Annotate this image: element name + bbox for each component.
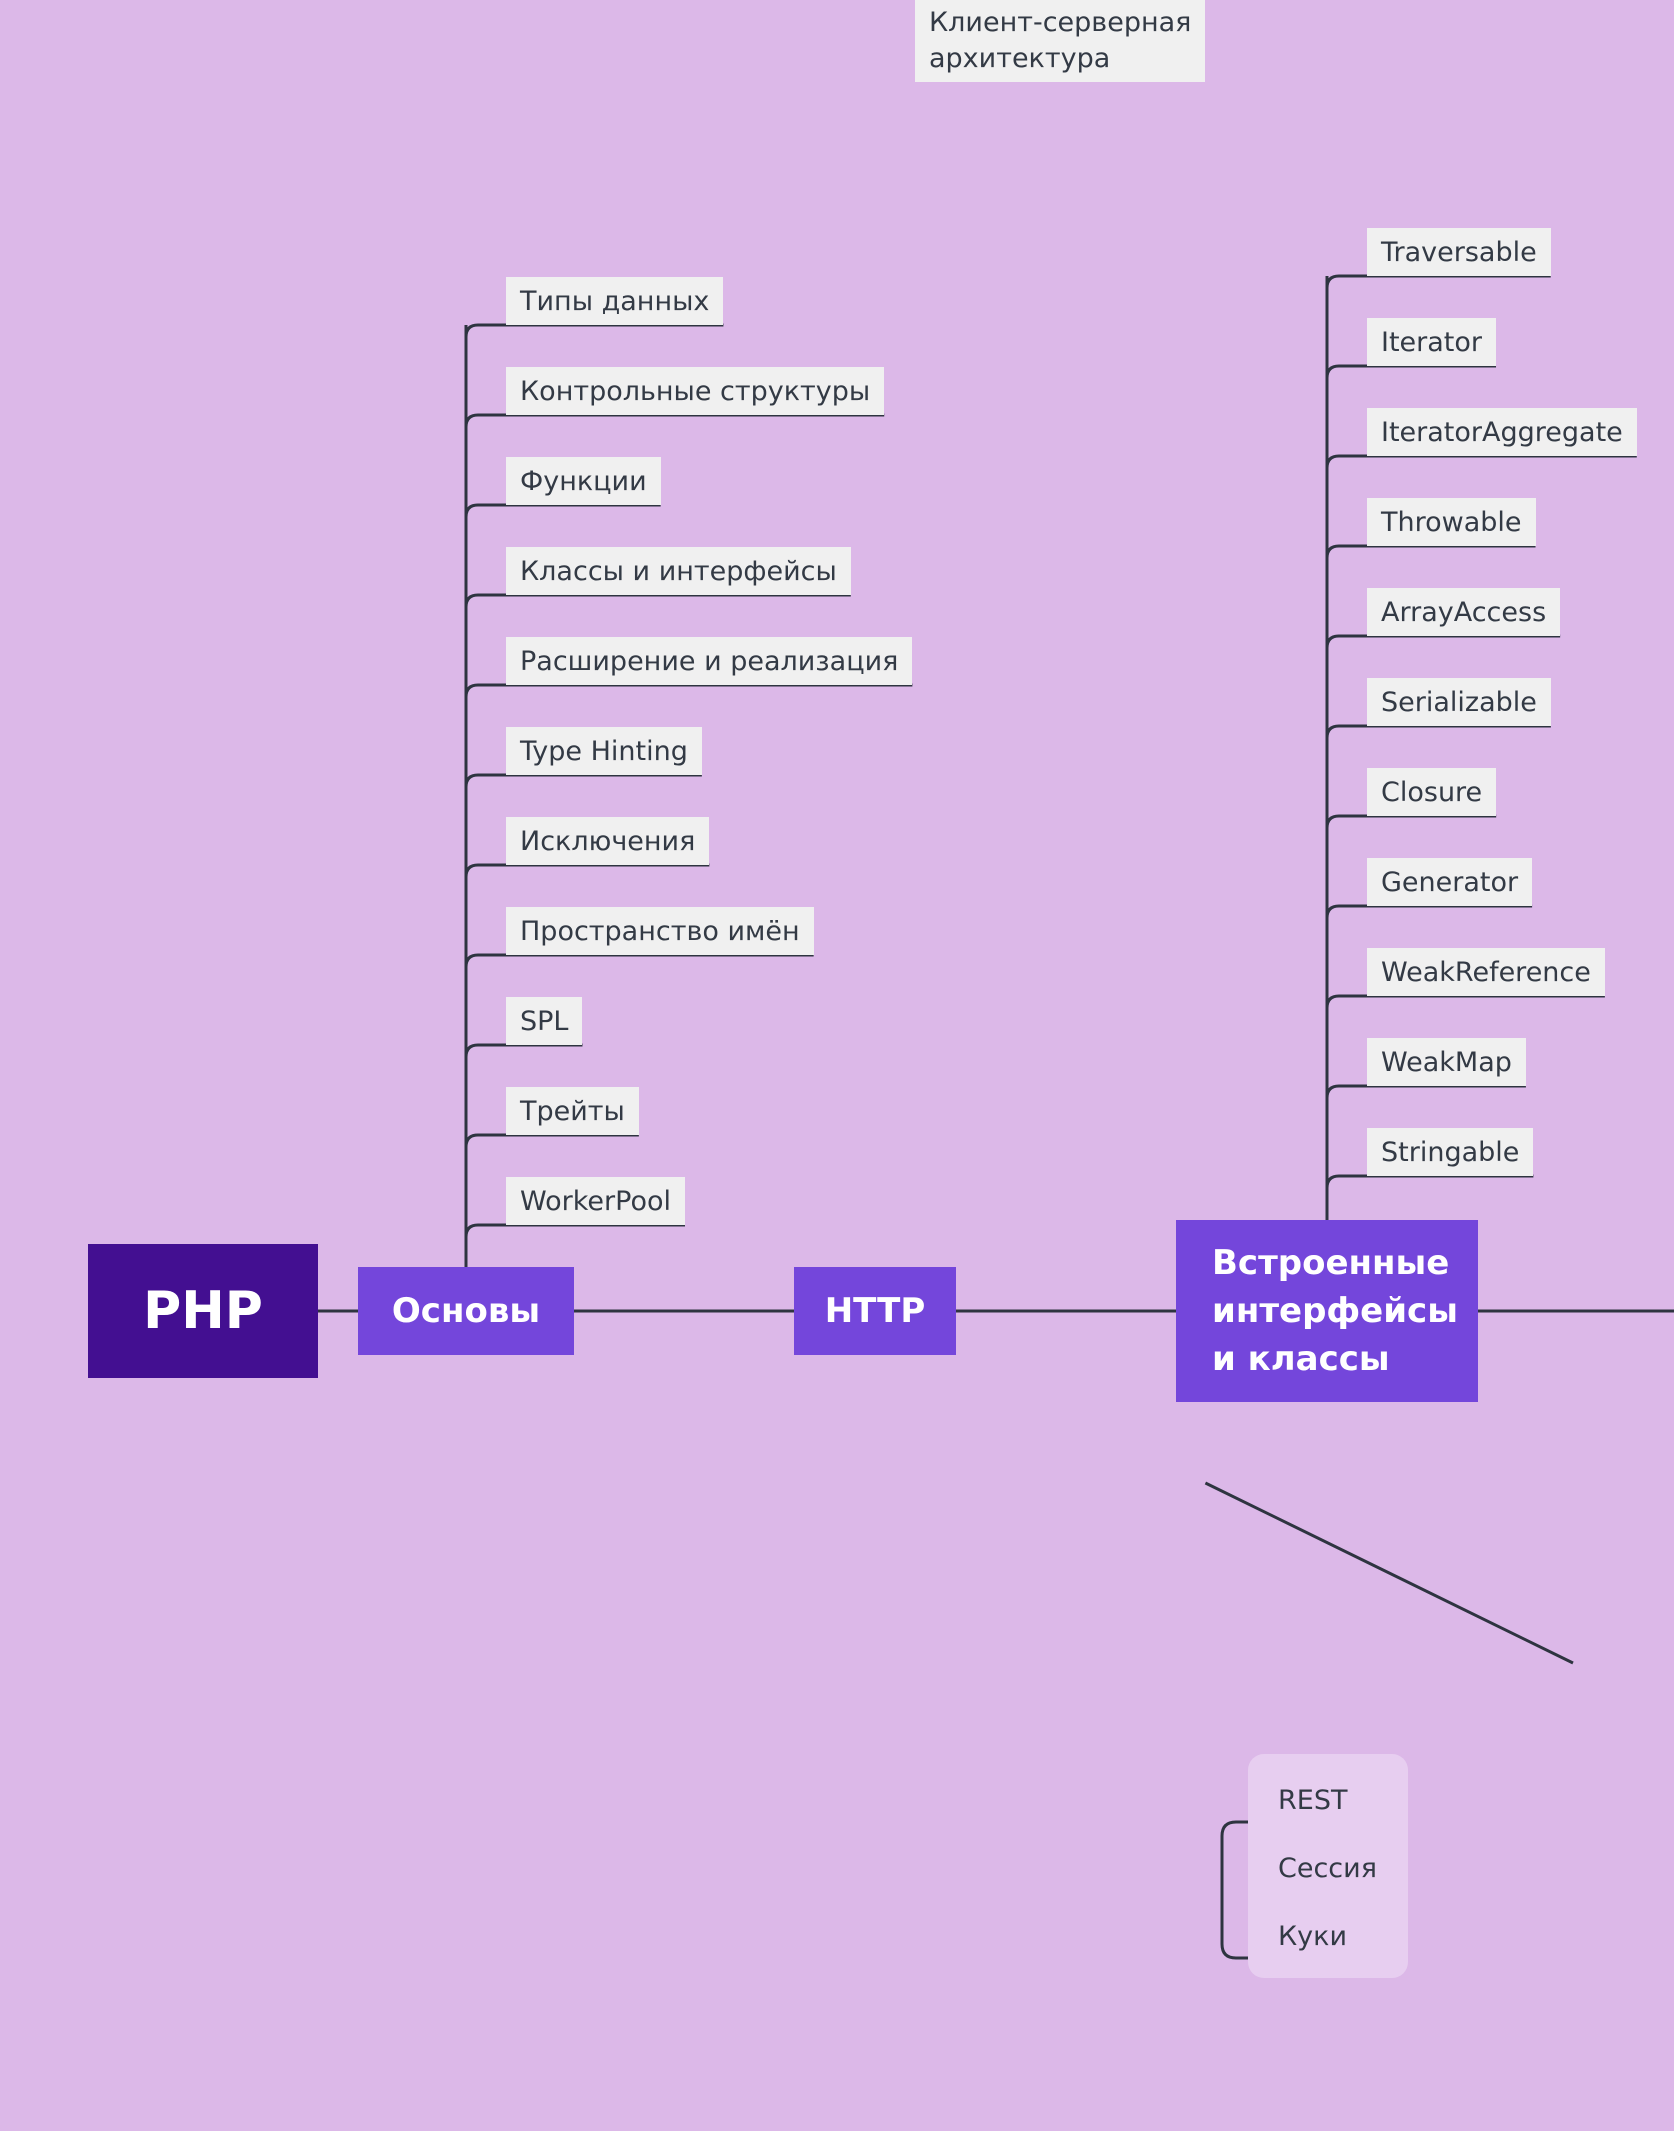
leaf-label: Serializable xyxy=(1381,686,1537,718)
leaf-generator[interactable]: Generator xyxy=(1367,858,1533,906)
leaf-label: Расширение и реализация xyxy=(520,645,899,677)
leaf-closure[interactable]: Closure xyxy=(1367,768,1497,816)
branch-node-builtin-interfaces[interactable]: Встроенные интерфейсы и классы xyxy=(1176,1220,1478,1402)
subleaf-label: Куки xyxy=(1278,1920,1348,1952)
leaf-исключения[interactable]: Исключения xyxy=(506,817,710,865)
leaf-label: ArrayAccess xyxy=(1381,596,1547,628)
builtin-leaf-connector-4 xyxy=(1325,634,1561,649)
leaf-пространство-имён[interactable]: Пространство имён xyxy=(506,907,814,955)
osnovy-leaf-connector-3 xyxy=(464,593,851,608)
leaf-функции[interactable]: Функции xyxy=(506,457,661,505)
builtin-leaf-connector-9 xyxy=(1325,1084,1526,1099)
leaf-label: SPL xyxy=(520,1005,569,1037)
subleaf-сессия[interactable]: Сессия xyxy=(1264,1846,1391,1890)
leaf-типы-данных[interactable]: Типы данных xyxy=(506,277,724,325)
leaf-label: Трейты xyxy=(520,1095,625,1127)
builtin-leaf-connector-2 xyxy=(1325,454,1637,469)
leaf-label: Throwable xyxy=(1381,506,1522,538)
builtin-leaf-connector-0 xyxy=(1325,274,1551,289)
leaf-weakreference[interactable]: WeakReference xyxy=(1367,948,1605,996)
builtin-leaf-connector-10 xyxy=(1325,1174,1534,1189)
leaf-workerpool[interactable]: WorkerPool xyxy=(506,1177,685,1225)
leaf-label: Клиент-серверная архитектура xyxy=(929,7,1192,74)
builtin-leaf-connector-6 xyxy=(1325,814,1497,829)
leaf-расширение-и-реализация[interactable]: Расширение и реализация xyxy=(506,637,913,685)
root-label: PHP xyxy=(143,1281,263,1341)
branch-label: Основы xyxy=(391,1291,541,1331)
osnovy-leaf-connector-9 xyxy=(464,1133,639,1148)
leaf-label: Контрольные структуры xyxy=(520,375,871,407)
osnovy-leaf-connector-10 xyxy=(464,1223,685,1238)
leaf-label: Исключения xyxy=(520,825,696,857)
osnovy-leaf-connector-2 xyxy=(464,503,661,518)
builtin-leaf-connector-5 xyxy=(1325,724,1551,739)
osnovy-leaf-connector-7 xyxy=(464,953,814,968)
branch-node-http[interactable]: HTTP xyxy=(794,1267,956,1355)
leaf-классы-и-интерфейсы[interactable]: Классы и интерфейсы xyxy=(506,547,851,595)
builtin-leaf-connector-7 xyxy=(1325,904,1533,919)
leaf-iterator[interactable]: Iterator xyxy=(1367,318,1497,366)
osnovy-leaf-connector-6 xyxy=(464,863,710,878)
branch-label: Встроенные интерфейсы и классы xyxy=(1212,1243,1458,1379)
leaf-stringable[interactable]: Stringable xyxy=(1367,1128,1534,1176)
osnovy-leaf-connector-8 xyxy=(464,1043,583,1058)
leaf-arrayaccess[interactable]: ArrayAccess xyxy=(1367,588,1561,636)
leaf-label: WorkerPool xyxy=(520,1185,671,1217)
osnovy-leaf-connector-4 xyxy=(464,683,913,698)
osnovy-leaf-connector-1 xyxy=(464,413,885,428)
subleaf-label: REST xyxy=(1278,1784,1348,1816)
leaf-label: Типы данных xyxy=(520,285,710,317)
leaf-label: Type Hinting xyxy=(520,735,688,767)
leaf-throwable[interactable]: Throwable xyxy=(1367,498,1536,546)
leaf-клиент-серверная-архитектура[interactable]: Клиент-серверная архитектура xyxy=(915,0,1206,82)
leaf-контрольные-структуры[interactable]: Контрольные структуры xyxy=(506,367,885,415)
leaf-label: Stringable xyxy=(1381,1136,1520,1168)
leaf-label: Traversable xyxy=(1381,236,1537,268)
leaf-label: Closure xyxy=(1381,776,1483,808)
leaf-iteratoraggregate[interactable]: IteratorAggregate xyxy=(1367,408,1637,456)
leaf-traversable[interactable]: Traversable xyxy=(1367,228,1551,276)
leaf-label: Классы и интерфейсы xyxy=(520,555,837,587)
leaf-label: Пространство имён xyxy=(520,915,800,947)
subleaf-куки[interactable]: Куки xyxy=(1264,1914,1361,1958)
client-to-subtree xyxy=(1204,1481,1574,1665)
leaf-label: WeakReference xyxy=(1381,956,1591,988)
leaf-label: Generator xyxy=(1381,866,1519,898)
leaf-weakmap[interactable]: WeakMap xyxy=(1367,1038,1526,1086)
builtin-leaf-connector-1 xyxy=(1325,364,1497,379)
leaf-label: WeakMap xyxy=(1381,1046,1512,1078)
leaf-трейты[interactable]: Трейты xyxy=(506,1087,639,1135)
subtree-bracket xyxy=(1220,1820,1250,1960)
builtin-leaf-connector-3 xyxy=(1325,544,1536,559)
leaf-spl[interactable]: SPL xyxy=(506,997,583,1045)
osnovy-leaf-connector-5 xyxy=(464,773,702,788)
builtin-leaf-connector-8 xyxy=(1325,994,1605,1009)
leaf-serializable[interactable]: Serializable xyxy=(1367,678,1551,726)
branch-node-osnovy[interactable]: Основы xyxy=(358,1267,574,1355)
branch-label: HTTP xyxy=(824,1291,926,1331)
leaf-type-hinting[interactable]: Type Hinting xyxy=(506,727,702,775)
subleaf-label: Сессия xyxy=(1278,1852,1377,1884)
subleaf-rest[interactable]: REST xyxy=(1264,1778,1361,1822)
root-node-php[interactable]: PHP xyxy=(88,1244,318,1378)
osnovy-leaf-connector-0 xyxy=(464,323,724,338)
leaf-label: Функции xyxy=(520,465,647,497)
leaf-label: IteratorAggregate xyxy=(1381,416,1623,448)
leaf-label: Iterator xyxy=(1381,326,1483,358)
subtopic-group-background xyxy=(1248,1754,1408,1978)
